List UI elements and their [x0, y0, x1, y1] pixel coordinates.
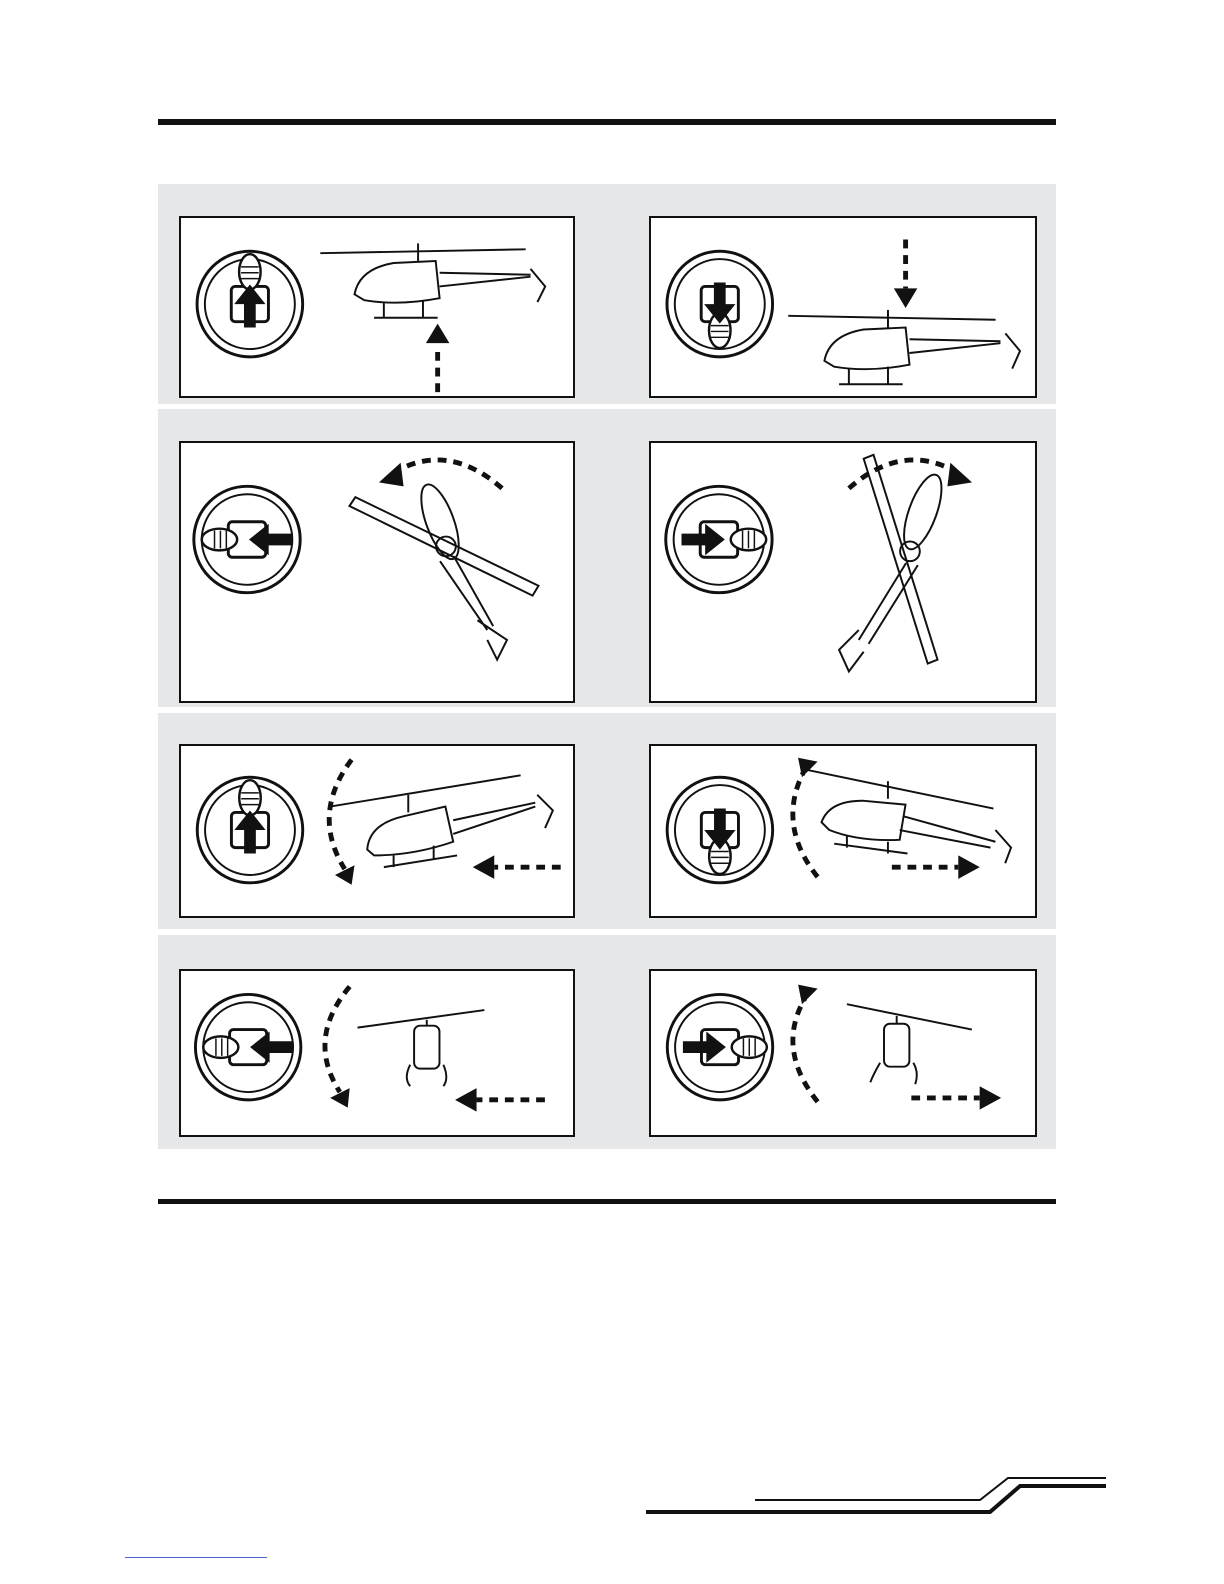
- throttle-up-illustration: [181, 218, 573, 396]
- arrow-left-icon: [249, 524, 292, 556]
- helicopter-top-icon: [839, 455, 949, 672]
- helicopter-front-icon: [357, 1010, 484, 1086]
- arrow-down-icon: [704, 809, 735, 850]
- tilt-arrow-icon: [793, 998, 818, 1101]
- helicopter-side-icon: [320, 243, 545, 317]
- rudder-right-illustration: [651, 443, 1035, 701]
- tilt-arrow-icon: [325, 987, 350, 1092]
- link-underline: [125, 1557, 267, 1558]
- aileron-left-illustration: [181, 971, 573, 1135]
- helicopter-top-icon: [349, 480, 538, 660]
- elevator-forward-illustration: [181, 746, 573, 916]
- helicopter-side-icon: [788, 310, 1020, 384]
- panel-aileron-right: [649, 969, 1037, 1137]
- rudder-left-illustration: [181, 443, 573, 701]
- tilt-arrow-icon: [793, 769, 818, 876]
- panel-elevator-forward: [179, 744, 575, 918]
- helicopter-front-icon: [847, 1004, 972, 1084]
- helicopter-side-tilt-icon: [805, 769, 1011, 863]
- helicopter-side-tilt-icon: [330, 775, 553, 867]
- arrow-right-icon: [683, 1032, 726, 1063]
- panel-rudder-left: [179, 441, 575, 703]
- arrow-left-icon: [250, 1032, 293, 1063]
- panel-elevator-back: [649, 744, 1037, 918]
- arrow-right-icon: [682, 524, 725, 556]
- arrow-down-icon: [704, 283, 735, 324]
- footer-swoosh-decoration: [640, 1470, 1110, 1520]
- rotate-ccw-arrow-icon: [394, 460, 502, 488]
- panel-aileron-left: [179, 969, 575, 1137]
- aileron-right-illustration: [651, 971, 1035, 1135]
- bottom-rule: [158, 1199, 1056, 1204]
- panel-throttle-down: [649, 216, 1037, 398]
- top-rule: [158, 119, 1056, 125]
- elevator-back-illustration: [651, 746, 1035, 916]
- tilt-arrow-icon: [329, 760, 351, 869]
- panel-throttle-up: [179, 216, 575, 398]
- panel-rudder-right: [649, 441, 1037, 703]
- throttle-down-illustration: [651, 218, 1035, 396]
